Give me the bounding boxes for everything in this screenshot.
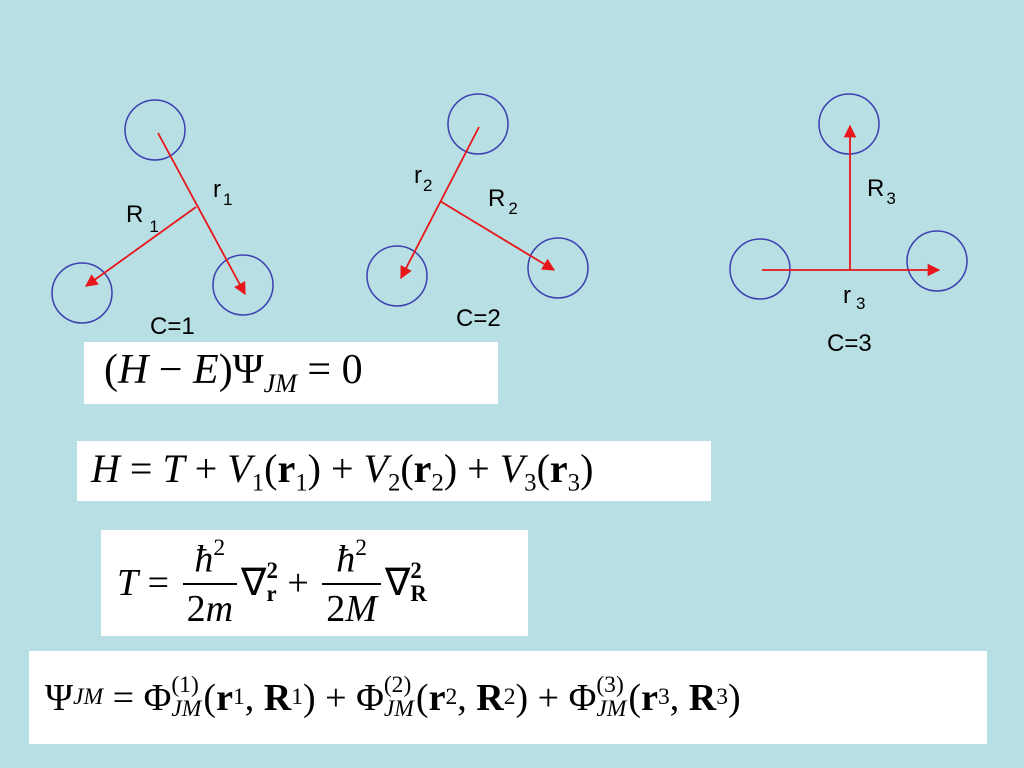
svg-text:r2: r2 (414, 162, 432, 195)
R-vector-arrow (84, 206, 197, 287)
particle-circle (124, 99, 186, 161)
particle-circle (818, 93, 880, 155)
label-r2-subscript: 2 (423, 176, 432, 195)
r-vector-arrow (400, 126, 480, 280)
label-R1-subscript: 1 (149, 217, 158, 236)
caption-c3: C=3 (827, 330, 872, 357)
R-vector-arrow (439, 200, 556, 271)
label-r1: r (213, 176, 221, 203)
label-r3: r (843, 282, 851, 309)
label-r2: r (414, 162, 422, 189)
equation-text: H=T+V1(r1)+V2(r2)+V3(r3) (91, 445, 594, 497)
hamiltonian-equation: H=T+V1(r1)+V2(r2)+V3(r3) (77, 441, 711, 501)
label-R3-subscript: 3 (886, 189, 895, 208)
label-R1: R (126, 201, 143, 228)
particle-circle (447, 93, 509, 155)
label-r3-subscript: 3 (856, 294, 865, 313)
label-r1-subscript: 1 (223, 190, 232, 209)
svg-text:r1: r1 (213, 176, 232, 209)
label-R3: R (867, 175, 884, 202)
r-vector-arrow (157, 132, 246, 296)
svg-text:R3: R3 (867, 175, 896, 208)
equation-text: (H−E)ΨJM=0 (104, 347, 363, 399)
caption-c1: C=1 (150, 313, 195, 340)
svg-text:R2: R2 (488, 185, 518, 218)
svg-text:r3: r3 (843, 282, 865, 313)
particle-circle (729, 238, 791, 300)
label-R2: R (488, 185, 505, 212)
particle-circle (366, 245, 428, 307)
particle-circle (906, 230, 968, 292)
particle-circle (527, 237, 589, 299)
particle-circle (212, 254, 274, 316)
svg-text:R1: R1 (126, 201, 159, 236)
schrodinger-equation: (H−E)ΨJM=0 (84, 342, 498, 404)
label-R2-subscript: 2 (508, 199, 517, 218)
caption-c2: C=2 (456, 305, 501, 332)
particle-circle (51, 262, 113, 324)
